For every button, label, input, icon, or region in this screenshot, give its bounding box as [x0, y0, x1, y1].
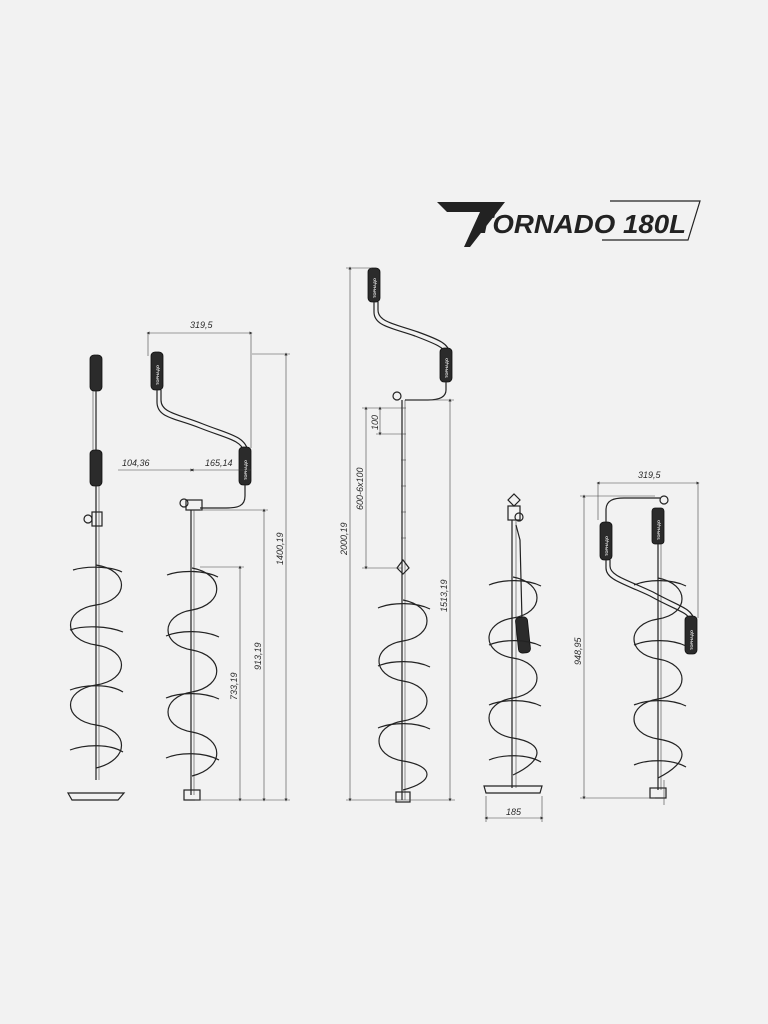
dim-offset-right: 165,14 — [205, 458, 233, 468]
auger-4: 185 — [483, 493, 544, 822]
auger5-spiral — [633, 577, 683, 779]
dim-blade-width: 185 — [506, 807, 522, 817]
auger2-grip-label: ТОРНАДО — [155, 365, 160, 385]
auger1-mid-grip — [89, 449, 103, 487]
svg-text:ТОРНАДО: ТОРНАДО — [372, 278, 377, 298]
auger1-spiral — [69, 564, 123, 769]
dim-total-height-3: 2000,19 — [339, 522, 349, 556]
dim-offset-left: 104,36 — [122, 458, 150, 468]
dim-extension-step: 100 — [370, 415, 380, 430]
logo-arrow-emblem — [437, 202, 505, 247]
auger-3: ТОРНАДО ТОРНАДО 2000,19 600-6x100 100 — [339, 266, 455, 803]
auger4-grip — [515, 616, 531, 654]
dim-folded-height-5: 948,95 — [573, 636, 583, 665]
auger5-lower-grip — [684, 615, 698, 655]
dim-screw-height-2: 913,19 — [253, 642, 263, 670]
dim-total-height-2: 1400,19 — [275, 532, 285, 565]
auger5-crank — [605, 560, 691, 621]
auger2-crank — [156, 390, 245, 453]
svg-text:ТОРНАДО: ТОРНАДО — [656, 520, 661, 540]
dim-screw-length-2: 733,19 — [229, 672, 239, 700]
svg-text:ТОРНАДО: ТОРНАДО — [604, 536, 609, 556]
svg-text:ТОРНАДО: ТОРНАДО — [444, 358, 449, 378]
auger2-spiral — [167, 567, 218, 777]
auger4-spiral — [488, 576, 538, 776]
auger-5: ТОРНАДО ТОРНАДО ТОРНАДО 319,5 948,95 — [573, 470, 700, 805]
tornado-logo: TORNADO 180L — [437, 200, 701, 247]
dim-handle-width-5: 319,5 — [638, 470, 662, 480]
logo-text: TORNADO 180L — [476, 209, 686, 239]
auger1-top-grip — [89, 354, 103, 392]
auger3-crank — [373, 302, 447, 355]
auger1-blade — [66, 792, 126, 801]
dim-handle-width-2: 319,5 — [190, 320, 214, 330]
logo-swoosh — [602, 200, 701, 241]
auger-2: ТОРНАДО ТОРНАДО 319,5 104,36 165,14 1400… — [118, 320, 290, 802]
dim-extension-range: 600-6x100 — [355, 467, 365, 510]
auger4-blade — [483, 785, 543, 794]
dim-working-height-3: 1513,19 — [439, 579, 449, 612]
auger-1 — [66, 354, 126, 801]
auger3-spiral — [378, 599, 428, 791]
svg-text:ТОРНАДО: ТОРНАДО — [689, 630, 694, 650]
